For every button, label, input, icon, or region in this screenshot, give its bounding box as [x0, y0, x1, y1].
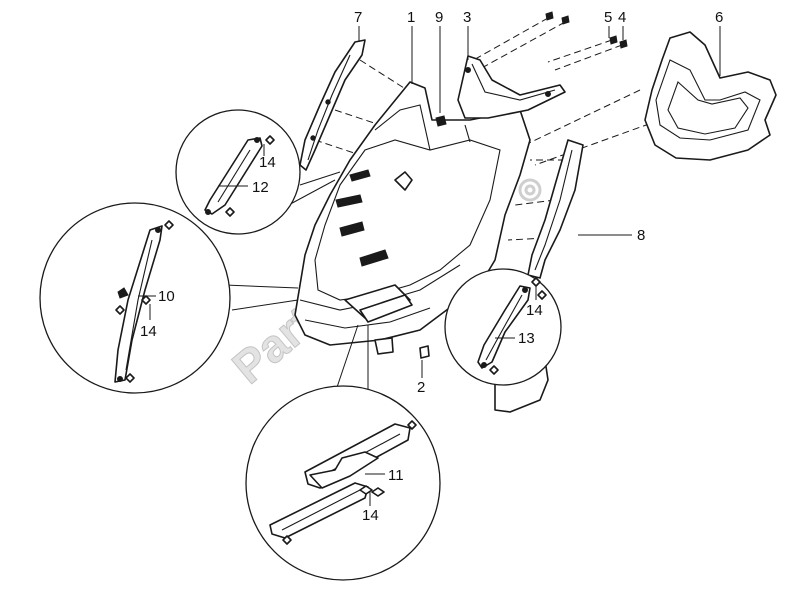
callout-11: [245, 324, 441, 581]
part-label-4: 4: [618, 9, 626, 26]
assembly-line-6b: [534, 119, 661, 166]
part-label-14-callout-13: 14: [526, 302, 543, 319]
part-label-14-callout-10: 14: [140, 323, 157, 340]
assembly-line-screw-a: [469, 17, 549, 63]
screw-icon: [619, 39, 628, 49]
part-label-9: 9: [435, 9, 443, 26]
clip-icon: [419, 345, 430, 359]
part-label-12: 12: [252, 179, 269, 196]
side-strip-part-7: [299, 39, 366, 171]
headlight-frame-part-6: [644, 31, 777, 161]
part-label-7: 7: [354, 9, 362, 26]
screw-icon: [609, 35, 618, 45]
assembly-line-5: [547, 39, 613, 63]
assembly-line-8b: [514, 199, 556, 206]
side-strip-part-8: [527, 139, 584, 279]
callout-13: [444, 268, 562, 386]
assembly-line-4: [554, 44, 623, 71]
part-label-13: 13: [518, 330, 535, 347]
part-label-11: 11: [388, 467, 404, 484]
upper-trim-part-3: [457, 55, 566, 119]
callout-12: [175, 109, 341, 235]
callout-10: [39, 202, 299, 394]
part-label-10: 10: [158, 288, 175, 305]
fasteners: [419, 11, 628, 359]
part-label-1: 1: [407, 9, 415, 26]
assembly-line-screw-b: [477, 21, 566, 71]
part-labels: 1 9 3 7 5 4 6 8 2 12 10 11 13 14 14 14 1…: [140, 9, 723, 524]
label-leaders: [138, 26, 721, 506]
screw-icon: [561, 15, 570, 25]
headlight-opening: [394, 171, 413, 191]
watermark-gear-icon: [518, 178, 542, 202]
part-label-5: 5: [604, 9, 612, 26]
part-label-14-callout-12: 14: [259, 154, 276, 171]
part-label-2: 2: [417, 379, 425, 396]
screw-icon: [545, 11, 554, 21]
nut-icon: [435, 115, 447, 127]
part-label-3: 3: [463, 9, 471, 26]
part-label-14-callout-11: 14: [362, 507, 379, 524]
part-label-6: 6: [715, 9, 723, 26]
part-label-8: 8: [637, 227, 645, 244]
